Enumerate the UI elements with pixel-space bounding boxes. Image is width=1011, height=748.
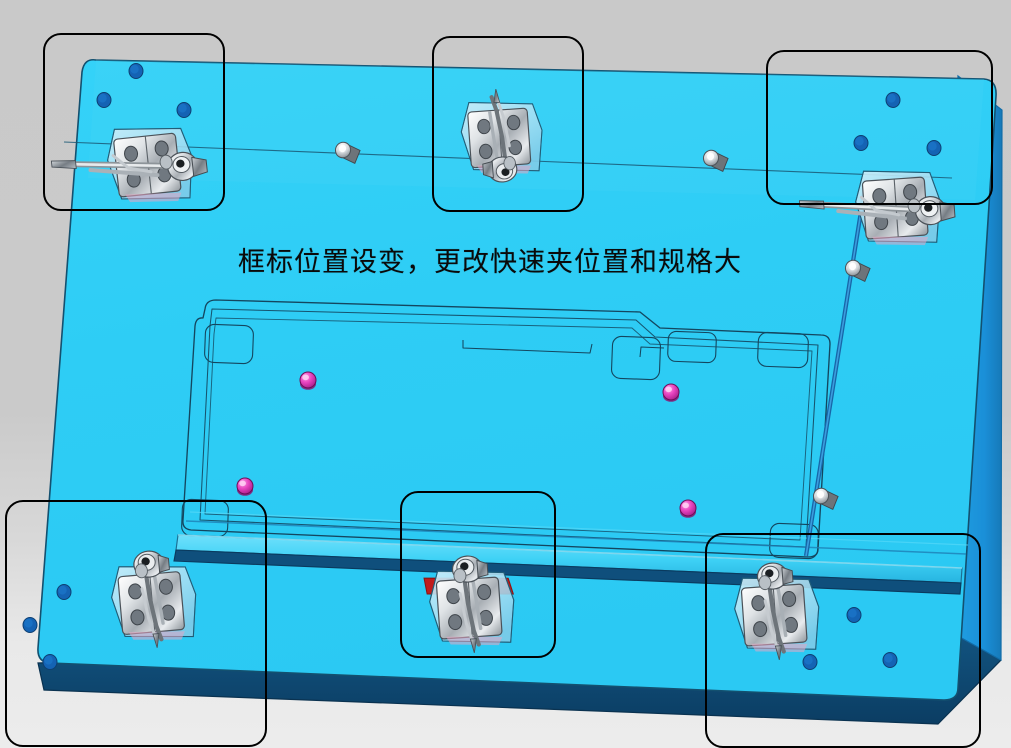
mounting-holes-group bbox=[22, 63, 942, 670]
mounting-hole bbox=[22, 617, 38, 633]
locating-pin-magenta bbox=[236, 477, 254, 496]
mounting-hole bbox=[926, 140, 942, 156]
selection-box-clamp-region-bottom-left[interactable] bbox=[5, 500, 267, 747]
alignment-pin bbox=[844, 259, 871, 283]
mounting-hole bbox=[176, 102, 192, 118]
annotation-note-text: 框标位置设变，更改快速夹位置和规格大 bbox=[238, 247, 742, 278]
selection-box-clamp-region-top-right[interactable] bbox=[766, 50, 993, 205]
alignment-pin bbox=[334, 141, 361, 165]
mounting-hole bbox=[96, 92, 112, 108]
mounting-hole bbox=[846, 607, 862, 623]
mounting-hole bbox=[56, 584, 72, 600]
locating-pin-magenta bbox=[679, 499, 697, 518]
selection-box-clamp-region-top-center[interactable] bbox=[432, 36, 584, 212]
locating-pin-magenta bbox=[662, 383, 680, 402]
alignment-pin bbox=[812, 487, 839, 511]
selection-box-clamp-region-bottom-center[interactable] bbox=[400, 491, 556, 658]
mounting-hole bbox=[882, 652, 898, 668]
locating-pins-group bbox=[236, 371, 697, 518]
part-pocket-outline bbox=[181, 299, 831, 560]
mounting-hole bbox=[128, 63, 144, 79]
selection-box-clamp-region-top-left[interactable] bbox=[43, 33, 225, 211]
mounting-hole bbox=[42, 654, 58, 670]
alignment-pins-group bbox=[334, 141, 871, 511]
mounting-hole bbox=[853, 135, 869, 151]
selection-box-clamp-region-bottom-right[interactable] bbox=[705, 533, 981, 748]
alignment-pin bbox=[702, 149, 729, 173]
locating-pin-magenta bbox=[299, 371, 317, 390]
mounting-hole bbox=[885, 92, 901, 108]
mounting-hole bbox=[802, 654, 818, 670]
toggle-clamp-bottom-center[interactable] bbox=[423, 553, 518, 656]
